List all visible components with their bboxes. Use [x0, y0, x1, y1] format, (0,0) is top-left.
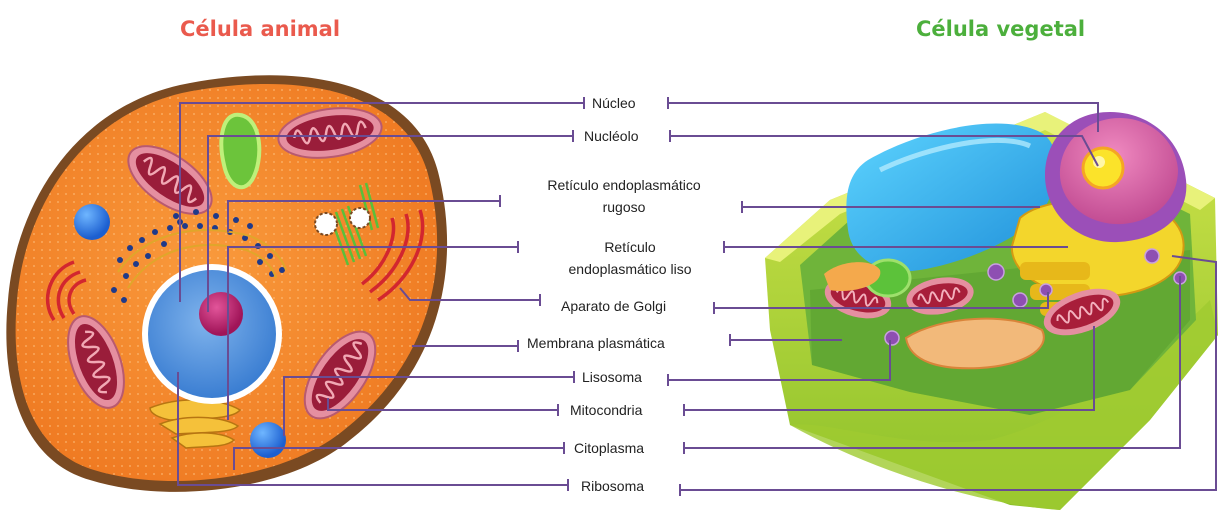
label-ser-line2: endoplasmático liso: [566, 258, 694, 280]
plant-nucleolus: [1083, 148, 1123, 188]
label-nucleo: Núcleo: [592, 94, 636, 112]
label-membrana: Membrana plasmática: [527, 334, 665, 352]
label-rer: Retículo endoplasmático rugoso: [526, 174, 722, 218]
animal-nucleolus: [199, 292, 243, 336]
label-rer-line2: rugoso: [526, 196, 722, 218]
label-golgi: Aparato de Golgi: [561, 297, 666, 315]
label-ser: Retículo endoplasmático liso: [566, 236, 694, 280]
label-citoplasma: Citoplasma: [574, 439, 644, 457]
label-ribosoma: Ribosoma: [581, 477, 644, 495]
animal-lysosome-blue: [74, 204, 110, 240]
label-nucleolo: Nucléolo: [584, 127, 638, 145]
label-rer-line1: Retículo endoplasmático: [526, 174, 722, 196]
plant-cell: [765, 112, 1218, 510]
label-mitocondria: Mitocondria: [570, 401, 642, 419]
animal-cell: [6, 75, 447, 492]
animal-lysosome: [250, 422, 286, 458]
label-ser-line1: Retículo: [566, 236, 694, 258]
animal-vacuole: [221, 115, 259, 187]
label-lisosoma: Lisosoma: [582, 368, 642, 386]
